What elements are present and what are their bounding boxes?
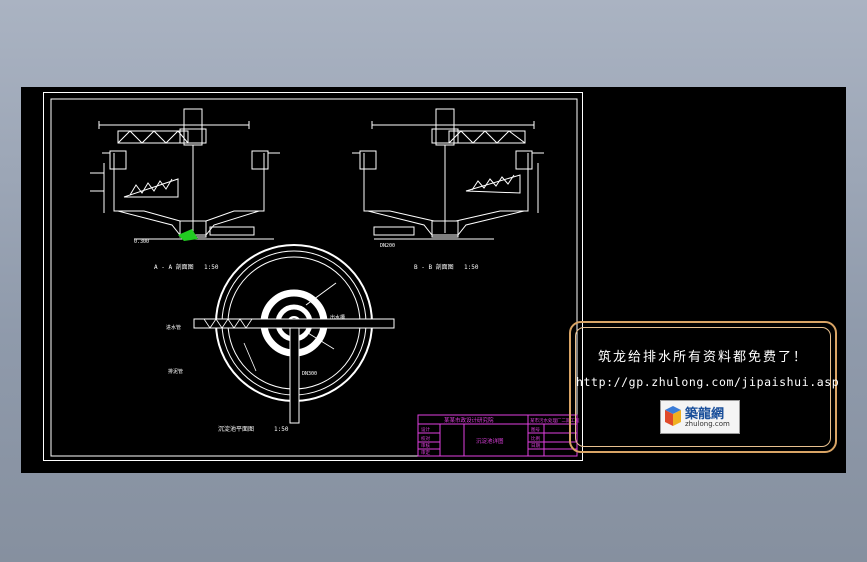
title-block-row-3: 审定 xyxy=(421,449,430,456)
drawing-svg: A - A 剖面图 1:50 0.300 xyxy=(50,98,580,457)
annotation-4: DN300 xyxy=(302,371,317,377)
annotation-3: 排泥管 xyxy=(168,368,183,375)
plan-scale: 1:50 xyxy=(274,426,289,433)
section-a-drawing xyxy=(90,108,280,240)
section-b-label: B - B 剖面图 xyxy=(414,263,454,271)
plan-label: 沉淀池平面图 xyxy=(218,425,254,433)
section-b-drawing xyxy=(352,108,544,240)
section-a-scale: 1:50 xyxy=(204,264,219,271)
inner-frame xyxy=(50,98,578,457)
title-block-drawing-name: 沉淀池详图 xyxy=(476,437,504,445)
promo-box: 筑龙给排水所有资料都免费了！ http://gp.zhulong.com/jip… xyxy=(569,321,840,453)
title-block-project: 某市污水处理厂二期工程 xyxy=(530,417,580,424)
title-block-company: 某某市政设计研究院 xyxy=(444,416,494,424)
green-highlight xyxy=(178,229,198,241)
title-block-row-1: 校对 xyxy=(421,435,430,442)
title-block xyxy=(417,414,578,457)
zhulong-logo[interactable]: 築龍網 zhulong.com xyxy=(660,400,740,434)
cad-canvas: A - A 剖面图 1:50 0.300 xyxy=(21,87,846,473)
section-b-scale: 1:50 xyxy=(464,264,479,271)
title-block-right-2: 日期 xyxy=(531,443,540,449)
title-block-row-2: 审核 xyxy=(421,442,430,449)
title-block-right-0: 图号 xyxy=(531,427,540,433)
promo-title: 筑龙给排水所有资料都免费了！ xyxy=(597,350,808,365)
cube-icon xyxy=(665,406,681,426)
drawing-sheet: A - A 剖面图 1:50 0.300 xyxy=(43,92,583,461)
annotation-5: DN200 xyxy=(380,243,395,249)
promo-url[interactable]: http://gp.zhulong.com/jipaishui.asp xyxy=(576,375,840,389)
section-a-label: A - A 剖面图 xyxy=(154,263,194,271)
logo-cn-text: 築龍網 xyxy=(685,407,725,422)
title-block-row-0: 设计 xyxy=(421,426,430,433)
annotation-1: 进水管 xyxy=(166,324,181,331)
title-block-right-1: 比例 xyxy=(531,435,540,442)
promo-inner-border: 筑龙给排水所有资料都免费了！ http://gp.zhulong.com/jip… xyxy=(575,327,840,447)
logo-en-text: zhulong.com xyxy=(685,420,730,428)
annotation-2: 出水槽 xyxy=(330,314,345,321)
plan-drawing xyxy=(193,244,395,424)
annotation-0: 0.300 xyxy=(134,239,149,245)
